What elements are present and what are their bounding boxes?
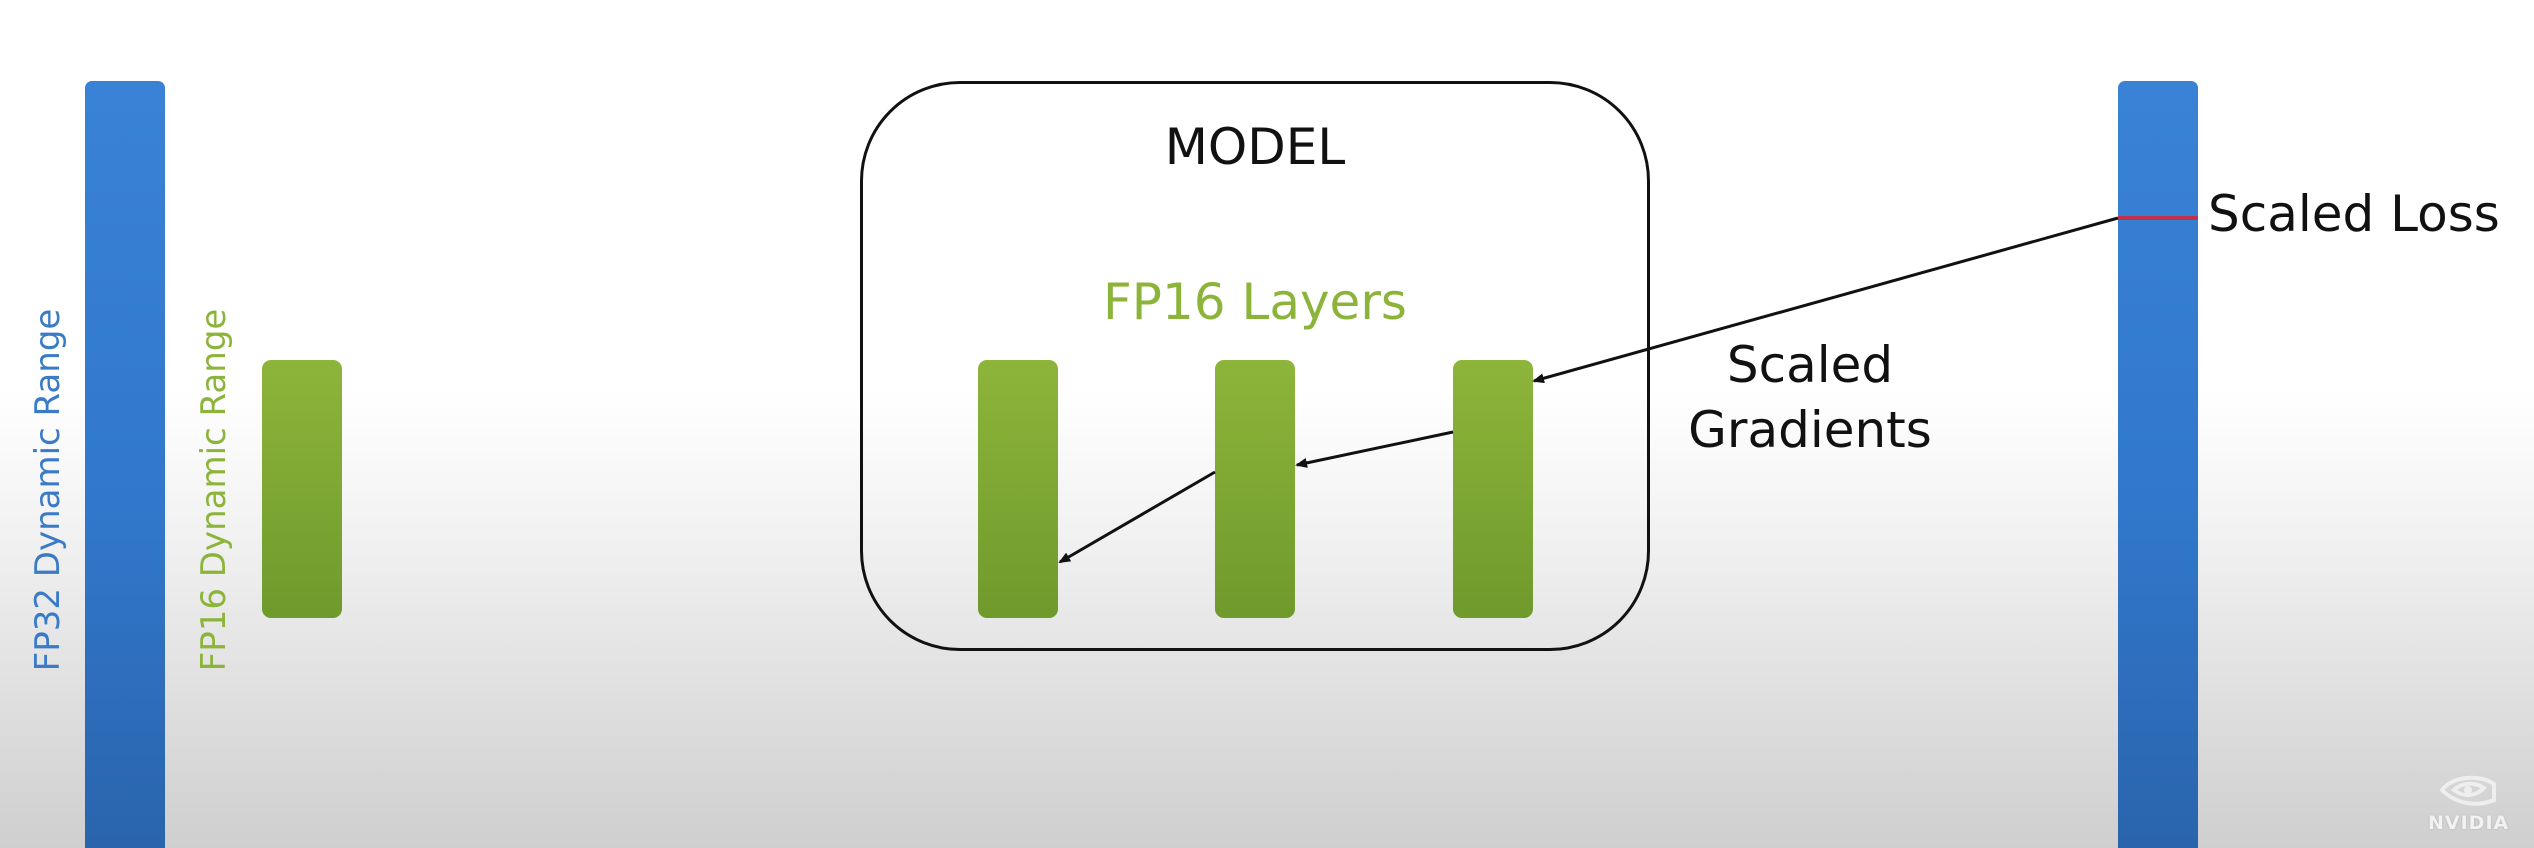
- scaled-loss-range-bar: [2118, 81, 2198, 848]
- model-box: [860, 81, 1650, 651]
- fp32-dynamic-range-bar: [85, 81, 165, 848]
- fp16-layer-2: [1215, 360, 1295, 618]
- scaled-loss-label: Scaled Loss: [2208, 185, 2500, 243]
- fp16-layer-3: [1453, 360, 1533, 618]
- scaled-loss-marker: [2118, 216, 2198, 220]
- arrow-layer-3-to-layer-2: [1295, 430, 1454, 468]
- fp16-dynamic-range-bar: [262, 360, 342, 618]
- fp16-layer-1: [978, 360, 1058, 618]
- scaled-gradients-line-1: Scaled: [1726, 336, 1894, 394]
- nvidia-logo: NVIDIA: [2428, 770, 2508, 834]
- arrow-loss-to-layer-3: [1532, 216, 2119, 384]
- nvidia-logo-text: NVIDIA: [2428, 812, 2510, 834]
- fp16-layers-label: FP16 Layers: [1103, 273, 1407, 331]
- nvidia-eye-icon: [2439, 775, 2496, 806]
- arrow-layer-2-to-layer-1: [1058, 470, 1216, 564]
- scaled-gradients-line-2: Gradients: [1688, 401, 1932, 459]
- model-title: MODEL: [1164, 118, 1346, 176]
